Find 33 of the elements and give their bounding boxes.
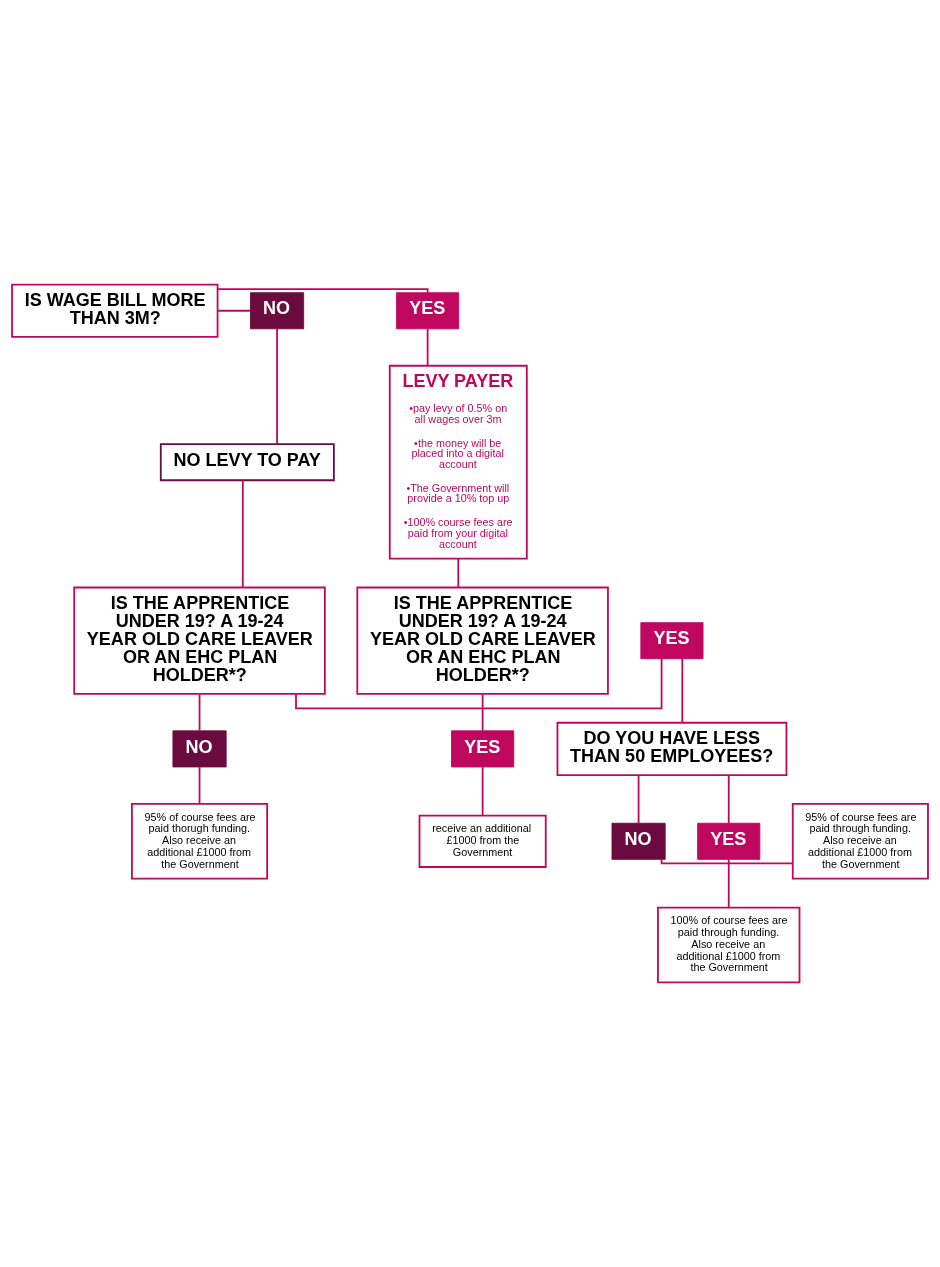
- connector: [216, 309, 252, 312]
- node-box: IS WAGE BILL MORE THAN 3M?: [11, 283, 219, 338]
- connector: [681, 657, 684, 724]
- connector: [276, 328, 278, 445]
- node-box: receive an additional £1000 from the Government: [418, 814, 547, 868]
- connector: [727, 858, 730, 909]
- connector: [295, 657, 663, 710]
- node-box: NO: [172, 730, 227, 768]
- node-box: NO: [250, 292, 305, 330]
- node-box: IS THE APPRENTICE UNDER 19? A 19-24 YEAR OLD CARE LEAVER OR AN EHC PLAN HOLDER*?: [73, 586, 326, 695]
- node-box: YES: [640, 622, 704, 660]
- node-box: 95% of course fees are paid through funding. Also receive an additional £1000 from the Government: [791, 803, 929, 880]
- connector: [481, 766, 484, 817]
- connector: [727, 774, 730, 825]
- connector: [198, 766, 201, 805]
- node-box: 100% of course fees are paid through funding. Also receive an additional £1000 from the Government: [657, 906, 801, 984]
- node-box: YES: [697, 822, 761, 860]
- connector: [241, 479, 244, 589]
- node-box: DO YOU HAVE LESS THAN 50 EMPLOYEES?: [556, 721, 788, 776]
- node-box: YES: [396, 292, 460, 330]
- node-box: 95% of course fees are paid thorugh funding. Also receive an additional £1000 from the Government: [131, 803, 269, 880]
- node-box: YES: [451, 730, 515, 768]
- connector: [426, 328, 429, 367]
- connector: [198, 693, 201, 732]
- node-box: NO: [611, 822, 666, 860]
- connector: [660, 858, 794, 865]
- node-box: NO LEVY TO PAY: [159, 443, 335, 482]
- node-box: LEVY PAYER •pay levy of 0.5% on all wages over 3m •the money will be placed into a digital account •The Government will provide a 10% top up •100% course fees are paid from your digital account: [388, 364, 528, 560]
- node-box: IS THE APPRENTICE UNDER 19? A 19-24 YEAR OLD CARE LEAVER OR AN EHC PLAN HOLDER*?: [356, 586, 609, 695]
- connector: [481, 693, 484, 732]
- connector: [457, 557, 460, 589]
- connector: [637, 774, 640, 825]
- connector: [216, 288, 429, 294]
